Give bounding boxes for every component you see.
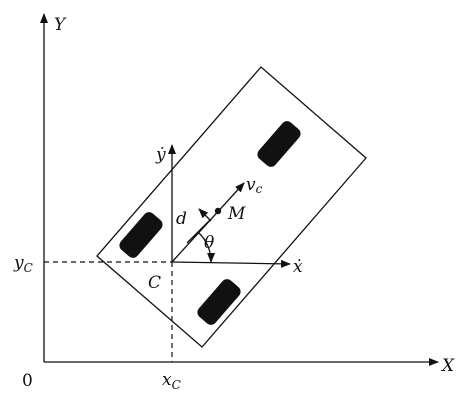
axis-x-label: X	[440, 356, 455, 376]
vehicle-body	[96, 66, 367, 348]
distance-d-arrow-base	[186, 219, 211, 244]
point-m-label: M	[227, 204, 246, 224]
point-m-marker	[214, 207, 222, 215]
distance-d-label: d	[176, 209, 187, 229]
point-c-label: C	[148, 273, 161, 293]
body-x-dot-label: ẋ	[293, 257, 303, 277]
velocity-label: vc	[246, 175, 263, 196]
axis-y-label: Y	[54, 15, 67, 35]
distance-d-arrow	[198, 208, 212, 222]
wheel-front-right	[257, 121, 301, 167]
xc-label: xC	[162, 370, 181, 392]
theta-label: θ	[204, 233, 214, 253]
theta-angle-arc	[198, 232, 216, 263]
body-y-dot-label: ẏ	[155, 145, 166, 165]
wheel-rear-right	[197, 279, 241, 325]
origin-label: 0	[22, 371, 33, 391]
body-x-dot-axis	[171, 259, 291, 268]
wheel-rear-left	[119, 212, 163, 258]
yc-label: yC	[13, 253, 33, 275]
